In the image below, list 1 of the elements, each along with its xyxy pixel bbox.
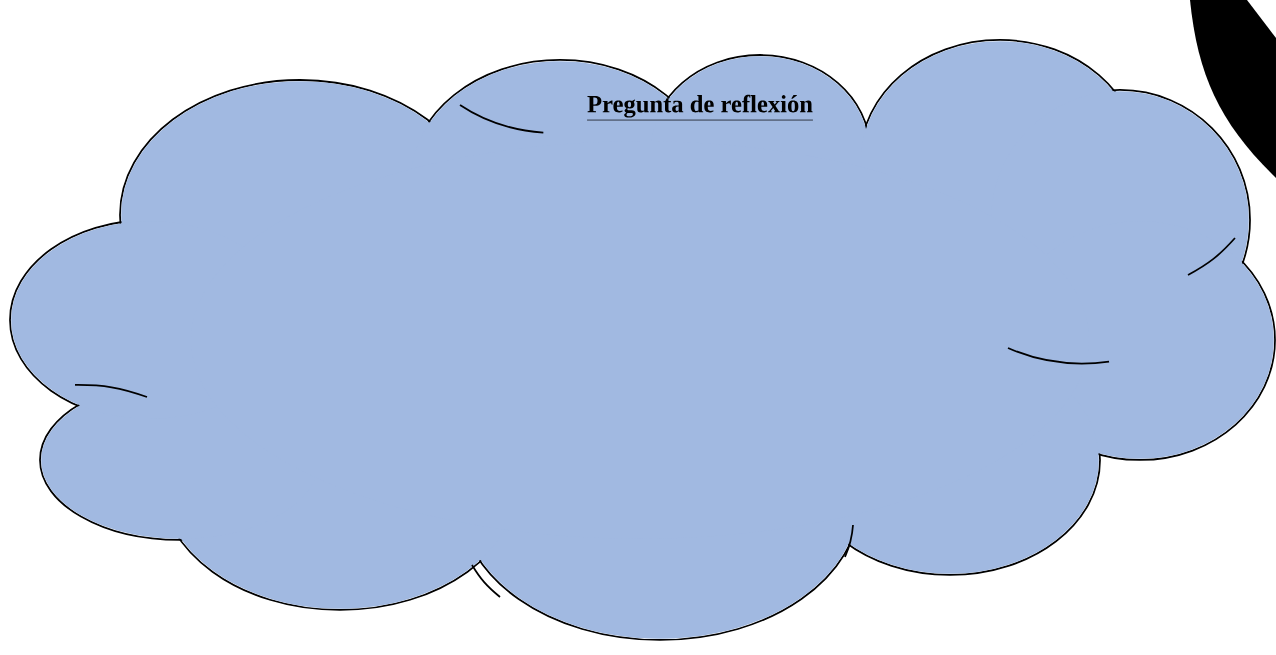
node-label: Pregunta de reflexión (587, 94, 813, 118)
